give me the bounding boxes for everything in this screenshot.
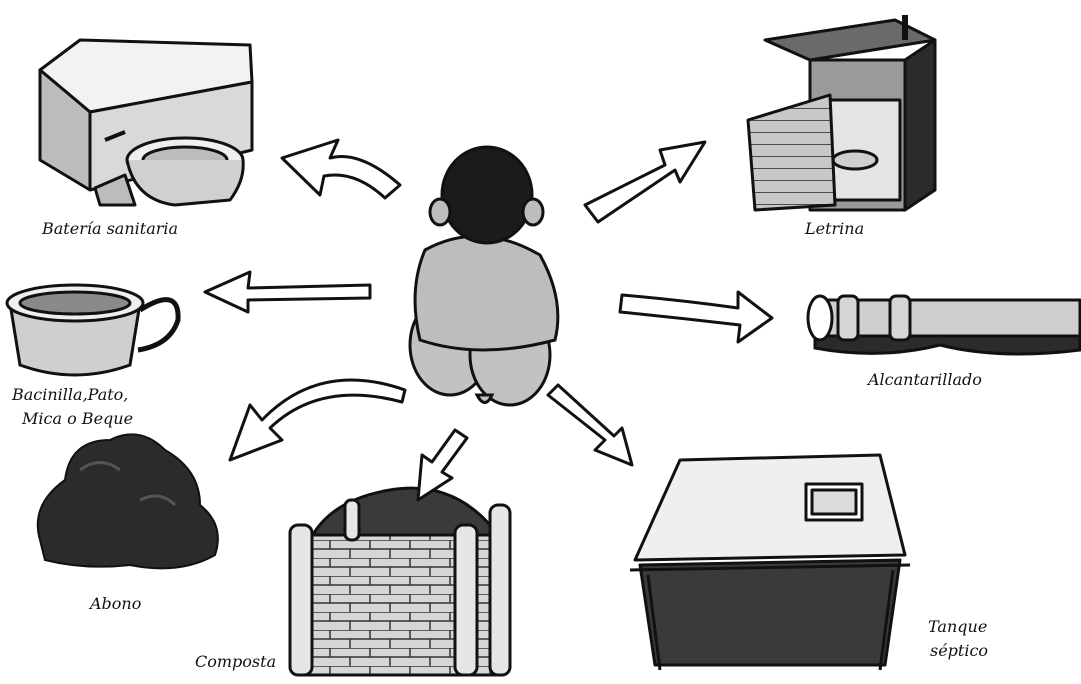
sewer-pipe-icon	[808, 296, 1080, 354]
latrine-icon	[748, 15, 935, 210]
arrow-to-compost	[418, 430, 467, 500]
arrow-to-manure	[230, 380, 405, 460]
arrow-to-toilet	[282, 140, 400, 198]
arrow-to-chamber-pot	[205, 272, 370, 312]
septic-tank-icon	[630, 455, 910, 670]
label-tanque-line1: Tanque	[928, 616, 987, 638]
manure-pile-icon	[38, 434, 218, 568]
toilet-icon	[40, 40, 252, 205]
chamber-pot-icon	[7, 285, 178, 375]
label-abono: Abono	[90, 593, 141, 615]
arrow-to-septic-tank	[548, 385, 632, 465]
label-alcantarillado: Alcantarillado	[868, 369, 982, 391]
person-squatting	[410, 147, 558, 405]
label-bateria-sanitaria: Batería sanitaria	[42, 218, 178, 240]
label-bacinilla-line2: Mica o Beque	[22, 408, 133, 430]
compost-bin-icon	[290, 488, 510, 675]
arrow-to-latrine	[585, 142, 705, 222]
label-letrina: Letrina	[805, 218, 864, 240]
label-bacinilla-line1: Bacinilla,Pato,	[12, 384, 128, 406]
arrow-to-sewer	[620, 292, 772, 342]
label-composta: Composta	[195, 651, 276, 673]
label-tanque-line2: séptico	[930, 640, 988, 662]
